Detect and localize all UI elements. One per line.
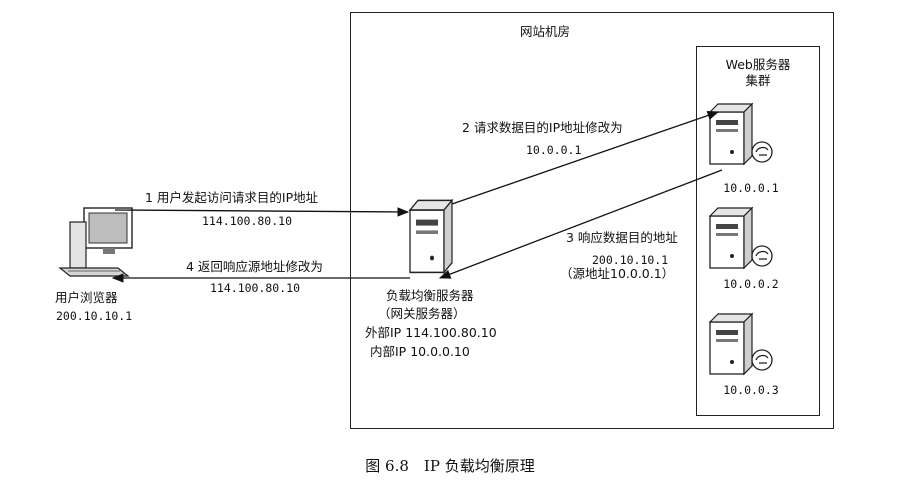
client-ip: 200.10.10.1 [56,309,133,323]
web-server-3-icon [709,313,753,375]
step-2-label: 2 请求数据目的IP地址修改为 [462,120,623,135]
step-3-label: 3 响应数据目的地址 [566,230,678,245]
step-2-value: 10.0.0.1 [526,143,582,157]
step-3-note: （源地址10.0.0.1） [560,266,675,281]
arrow-step-1 [114,207,410,217]
web-server-1-disk-icon [751,141,773,163]
datacenter-frame [350,12,834,429]
web-cluster-frame [696,46,820,416]
step-1-label: 1 用户发起访问请求目的IP地址 [145,190,319,205]
web-server-3-disk-icon [751,349,773,371]
load-balancer-sub-label: （网关服务器） [378,306,466,321]
server-2-ip: 10.0.0.2 [723,277,779,291]
load-balancer-internal-ip: 内部IP 10.0.0.10 [370,344,470,359]
step-4-label: 4 返回响应源地址修改为 [186,259,323,274]
client-label: 用户浏览器 [55,290,118,305]
load-balancer-label: 负载均衡服务器 [386,288,474,303]
web-cluster-title-line2: 集群 [745,73,771,88]
datacenter-title: 网站机房 [520,24,571,39]
figure-caption: 图 6.8 IP 负载均衡原理 [365,457,535,475]
load-balancer-server-icon [409,199,453,274]
step-4-value: 114.100.80.10 [210,281,301,295]
server-1-ip: 10.0.0.1 [723,181,779,195]
client-computer-icon [58,207,133,277]
web-cluster-title: Web服务器 集群 [696,57,820,89]
web-server-2-icon [709,207,753,269]
web-server-2-disk-icon [751,245,773,267]
step-1-value: 114.100.80.10 [202,214,293,228]
arrow-step-2 [451,111,720,205]
arrow-step-3 [438,169,723,279]
load-balancer-external-ip: 外部IP 114.100.80.10 [365,325,497,340]
step-3-value: 200.10.10.1 [592,253,669,267]
server-3-ip: 10.0.0.3 [723,383,779,397]
web-cluster-title-line1: Web服务器 [725,57,791,72]
